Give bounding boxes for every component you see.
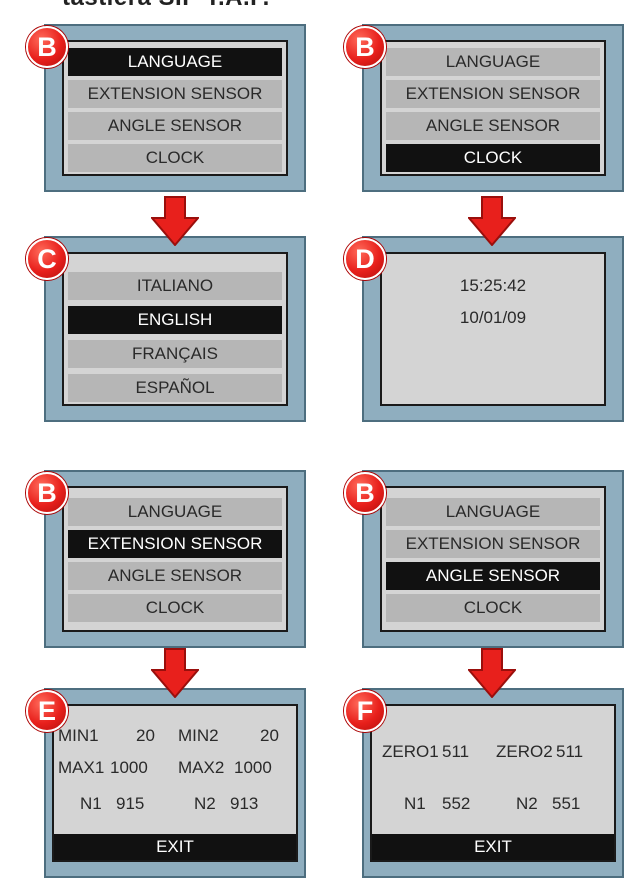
- exit-button[interactable]: EXIT: [54, 834, 296, 860]
- step-badge-b: B: [344, 26, 386, 68]
- n1-value: 915: [116, 794, 145, 813]
- menu-panel-angle: LANGUAGE EXTENSION SENSOR ANGLE SENSOR C…: [362, 470, 624, 648]
- step-badge-b: B: [344, 472, 386, 514]
- menu-item-extension-sensor[interactable]: EXTENSION SENSOR: [386, 530, 600, 558]
- n1-label: N1: [80, 794, 102, 813]
- max2-label: MAX2: [178, 758, 225, 777]
- n2-label: N2: [194, 794, 216, 813]
- menu-screen: LANGUAGE EXTENSION SENSOR ANGLE SENSOR C…: [62, 486, 288, 632]
- menu-item-language[interactable]: LANGUAGE: [386, 48, 600, 76]
- clock-time: 15:25:42: [459, 276, 527, 295]
- menu-screen: LANGUAGE EXTENSION SENSOR ANGLE SENSOR C…: [62, 40, 288, 176]
- menu-item-clock[interactable]: CLOCK: [386, 594, 600, 622]
- min1-value: 20: [136, 726, 155, 745]
- extension-panel: MIN1 20 MIN2 20 MAX1 1000 MAX2 1000 N1 9…: [44, 688, 306, 878]
- menu-panel-clock: LANGUAGE EXTENSION SENSOR ANGLE SENSOR C…: [362, 24, 624, 192]
- n1-value: 552: [442, 794, 471, 813]
- menu-item-clock[interactable]: CLOCK: [68, 594, 282, 622]
- clock-date: 10/01/09: [459, 308, 527, 327]
- step-badge-f: F: [344, 690, 386, 732]
- language-item-espanol[interactable]: ESPAÑOL: [68, 374, 282, 402]
- menu-item-clock[interactable]: CLOCK: [68, 144, 282, 172]
- n2-label: N2: [516, 794, 538, 813]
- min2-label: MIN2: [178, 726, 219, 745]
- menu-item-extension-sensor[interactable]: EXTENSION SENSOR: [386, 80, 600, 108]
- n2-value: 913: [230, 794, 259, 813]
- menu-item-angle-sensor[interactable]: ANGLE SENSOR: [386, 112, 600, 140]
- n1-label: N1: [404, 794, 426, 813]
- step-badge-c: C: [26, 238, 68, 280]
- extension-screen: MIN1 20 MIN2 20 MAX1 1000 MAX2 1000 N1 9…: [52, 704, 298, 862]
- max1-value: 1000: [110, 758, 148, 777]
- exit-button[interactable]: EXIT: [372, 834, 614, 860]
- menu-item-clock[interactable]: CLOCK: [386, 144, 600, 172]
- menu-item-angle-sensor[interactable]: ANGLE SENSOR: [386, 562, 600, 590]
- down-arrow-icon: [468, 648, 516, 698]
- menu-item-angle-sensor[interactable]: ANGLE SENSOR: [68, 562, 282, 590]
- zero2-value: 511: [556, 742, 584, 761]
- down-arrow-icon: [151, 196, 199, 246]
- max1-label: MAX1: [58, 758, 105, 777]
- language-screen: ITALIANO ENGLISH FRANÇAIS ESPAÑOL: [62, 252, 288, 406]
- menu-screen: LANGUAGE EXTENSION SENSOR ANGLE SENSOR C…: [380, 486, 606, 632]
- clock-panel: 15:25:42 10/01/09: [362, 236, 624, 422]
- angle-screen: ZERO1 511 ZERO2 511 N1 552 N2 551 EXIT: [370, 704, 616, 862]
- clock-screen: 15:25:42 10/01/09: [380, 252, 606, 406]
- menu-item-extension-sensor[interactable]: EXTENSION SENSOR: [68, 80, 282, 108]
- language-item-francais[interactable]: FRANÇAIS: [68, 340, 282, 368]
- zero1-label: ZERO1: [382, 742, 439, 761]
- menu-item-angle-sensor[interactable]: ANGLE SENSOR: [68, 112, 282, 140]
- down-arrow-icon: [151, 648, 199, 698]
- zero2-label: ZERO2: [496, 742, 553, 761]
- down-arrow-icon: [468, 196, 516, 246]
- language-item-english[interactable]: ENGLISH: [68, 306, 282, 334]
- page-heading: tastiera SIP T.A.F.: [62, 0, 270, 12]
- menu-item-language[interactable]: LANGUAGE: [386, 498, 600, 526]
- angle-panel: ZERO1 511 ZERO2 511 N1 552 N2 551 EXIT: [362, 688, 624, 878]
- max2-value: 1000: [234, 758, 272, 777]
- language-panel: ITALIANO ENGLISH FRANÇAIS ESPAÑOL: [44, 236, 306, 422]
- zero1-value: 511: [442, 742, 470, 761]
- menu-item-extension-sensor[interactable]: EXTENSION SENSOR: [68, 530, 282, 558]
- min2-value: 20: [260, 726, 279, 745]
- step-badge-b: B: [26, 26, 68, 68]
- step-badge-d: D: [344, 238, 386, 280]
- menu-item-language[interactable]: LANGUAGE: [68, 48, 282, 76]
- menu-panel-language: LANGUAGE EXTENSION SENSOR ANGLE SENSOR C…: [44, 24, 306, 192]
- step-badge-b: B: [26, 472, 68, 514]
- language-item-italiano[interactable]: ITALIANO: [68, 272, 282, 300]
- step-badge-e: E: [26, 690, 68, 732]
- menu-item-language[interactable]: LANGUAGE: [68, 498, 282, 526]
- n2-value: 551: [552, 794, 581, 813]
- menu-panel-extension: LANGUAGE EXTENSION SENSOR ANGLE SENSOR C…: [44, 470, 306, 648]
- min1-label: MIN1: [58, 726, 99, 745]
- menu-screen: LANGUAGE EXTENSION SENSOR ANGLE SENSOR C…: [380, 40, 606, 176]
